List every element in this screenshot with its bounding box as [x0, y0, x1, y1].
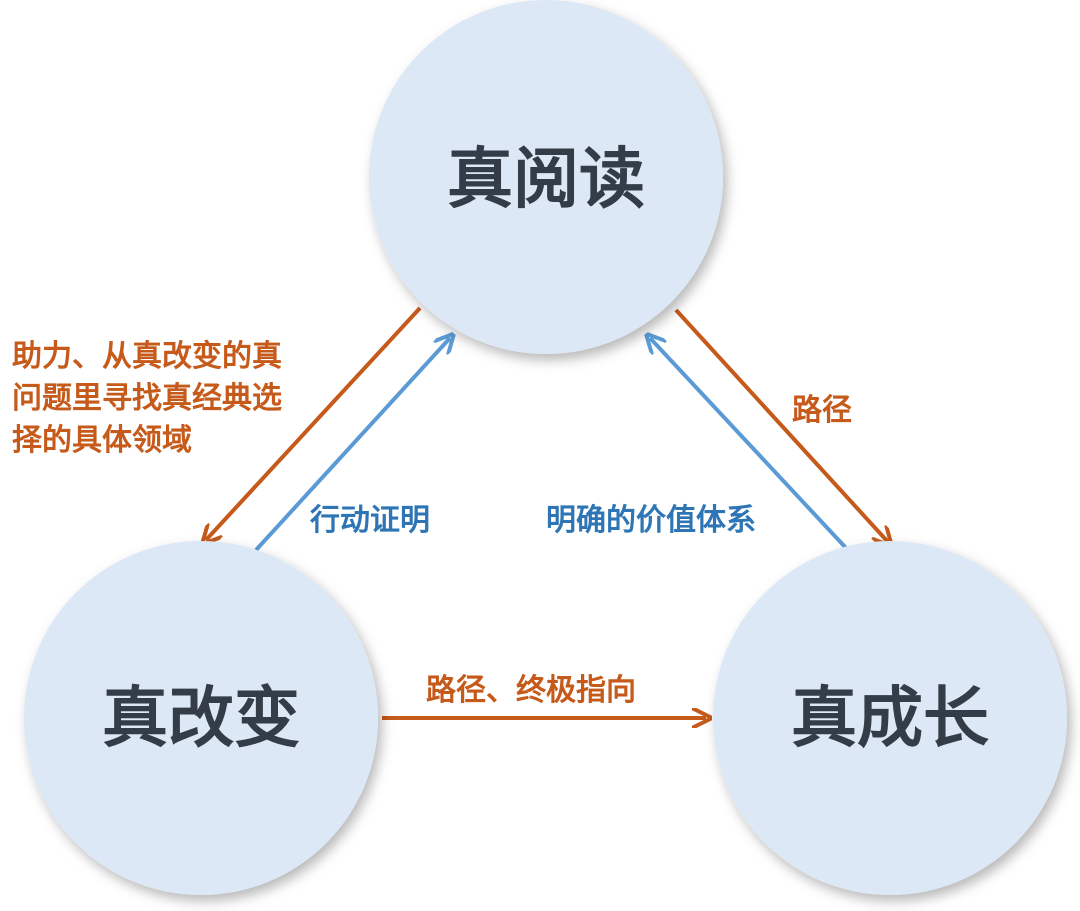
node-reading-label: 真阅读	[447, 141, 645, 218]
edge-change-to-reading	[254, 338, 450, 552]
node-change: 真改变	[24, 541, 378, 895]
edge-reading-to-growth	[674, 308, 888, 542]
edge-label-reading-to-change-line-3: 择的具体领域	[12, 423, 192, 458]
node-reading-circle	[369, 0, 723, 354]
edge-label-reading-to-change-line-2: 问题里寻找真经典选	[12, 381, 282, 416]
edge-label-reading-to-change-line-1: 助力、从真改变的真	[12, 339, 282, 374]
node-growth: 真成长	[713, 541, 1067, 895]
edge-reading-to-change	[206, 306, 422, 540]
node-growth-label: 真成长	[791, 680, 989, 757]
edge-growth-to-reading	[650, 338, 848, 550]
node-growth-circle	[713, 541, 1067, 895]
node-reading: 真阅读	[369, 0, 723, 354]
edge-label-change-to-growth: 路径、终极指向	[426, 673, 636, 708]
node-change-circle	[24, 541, 378, 895]
edge-label-growth-to-reading: 明确的价值体系	[546, 503, 756, 538]
node-change-label: 真改变	[102, 680, 300, 757]
edge-label-reading-to-change: 助力、从真改变的真 问题里寻找真经典选 择的具体领域	[12, 339, 292, 458]
edge-label-change-to-reading: 行动证明	[309, 503, 430, 538]
edge-label-reading-to-growth: 路径	[792, 393, 852, 428]
